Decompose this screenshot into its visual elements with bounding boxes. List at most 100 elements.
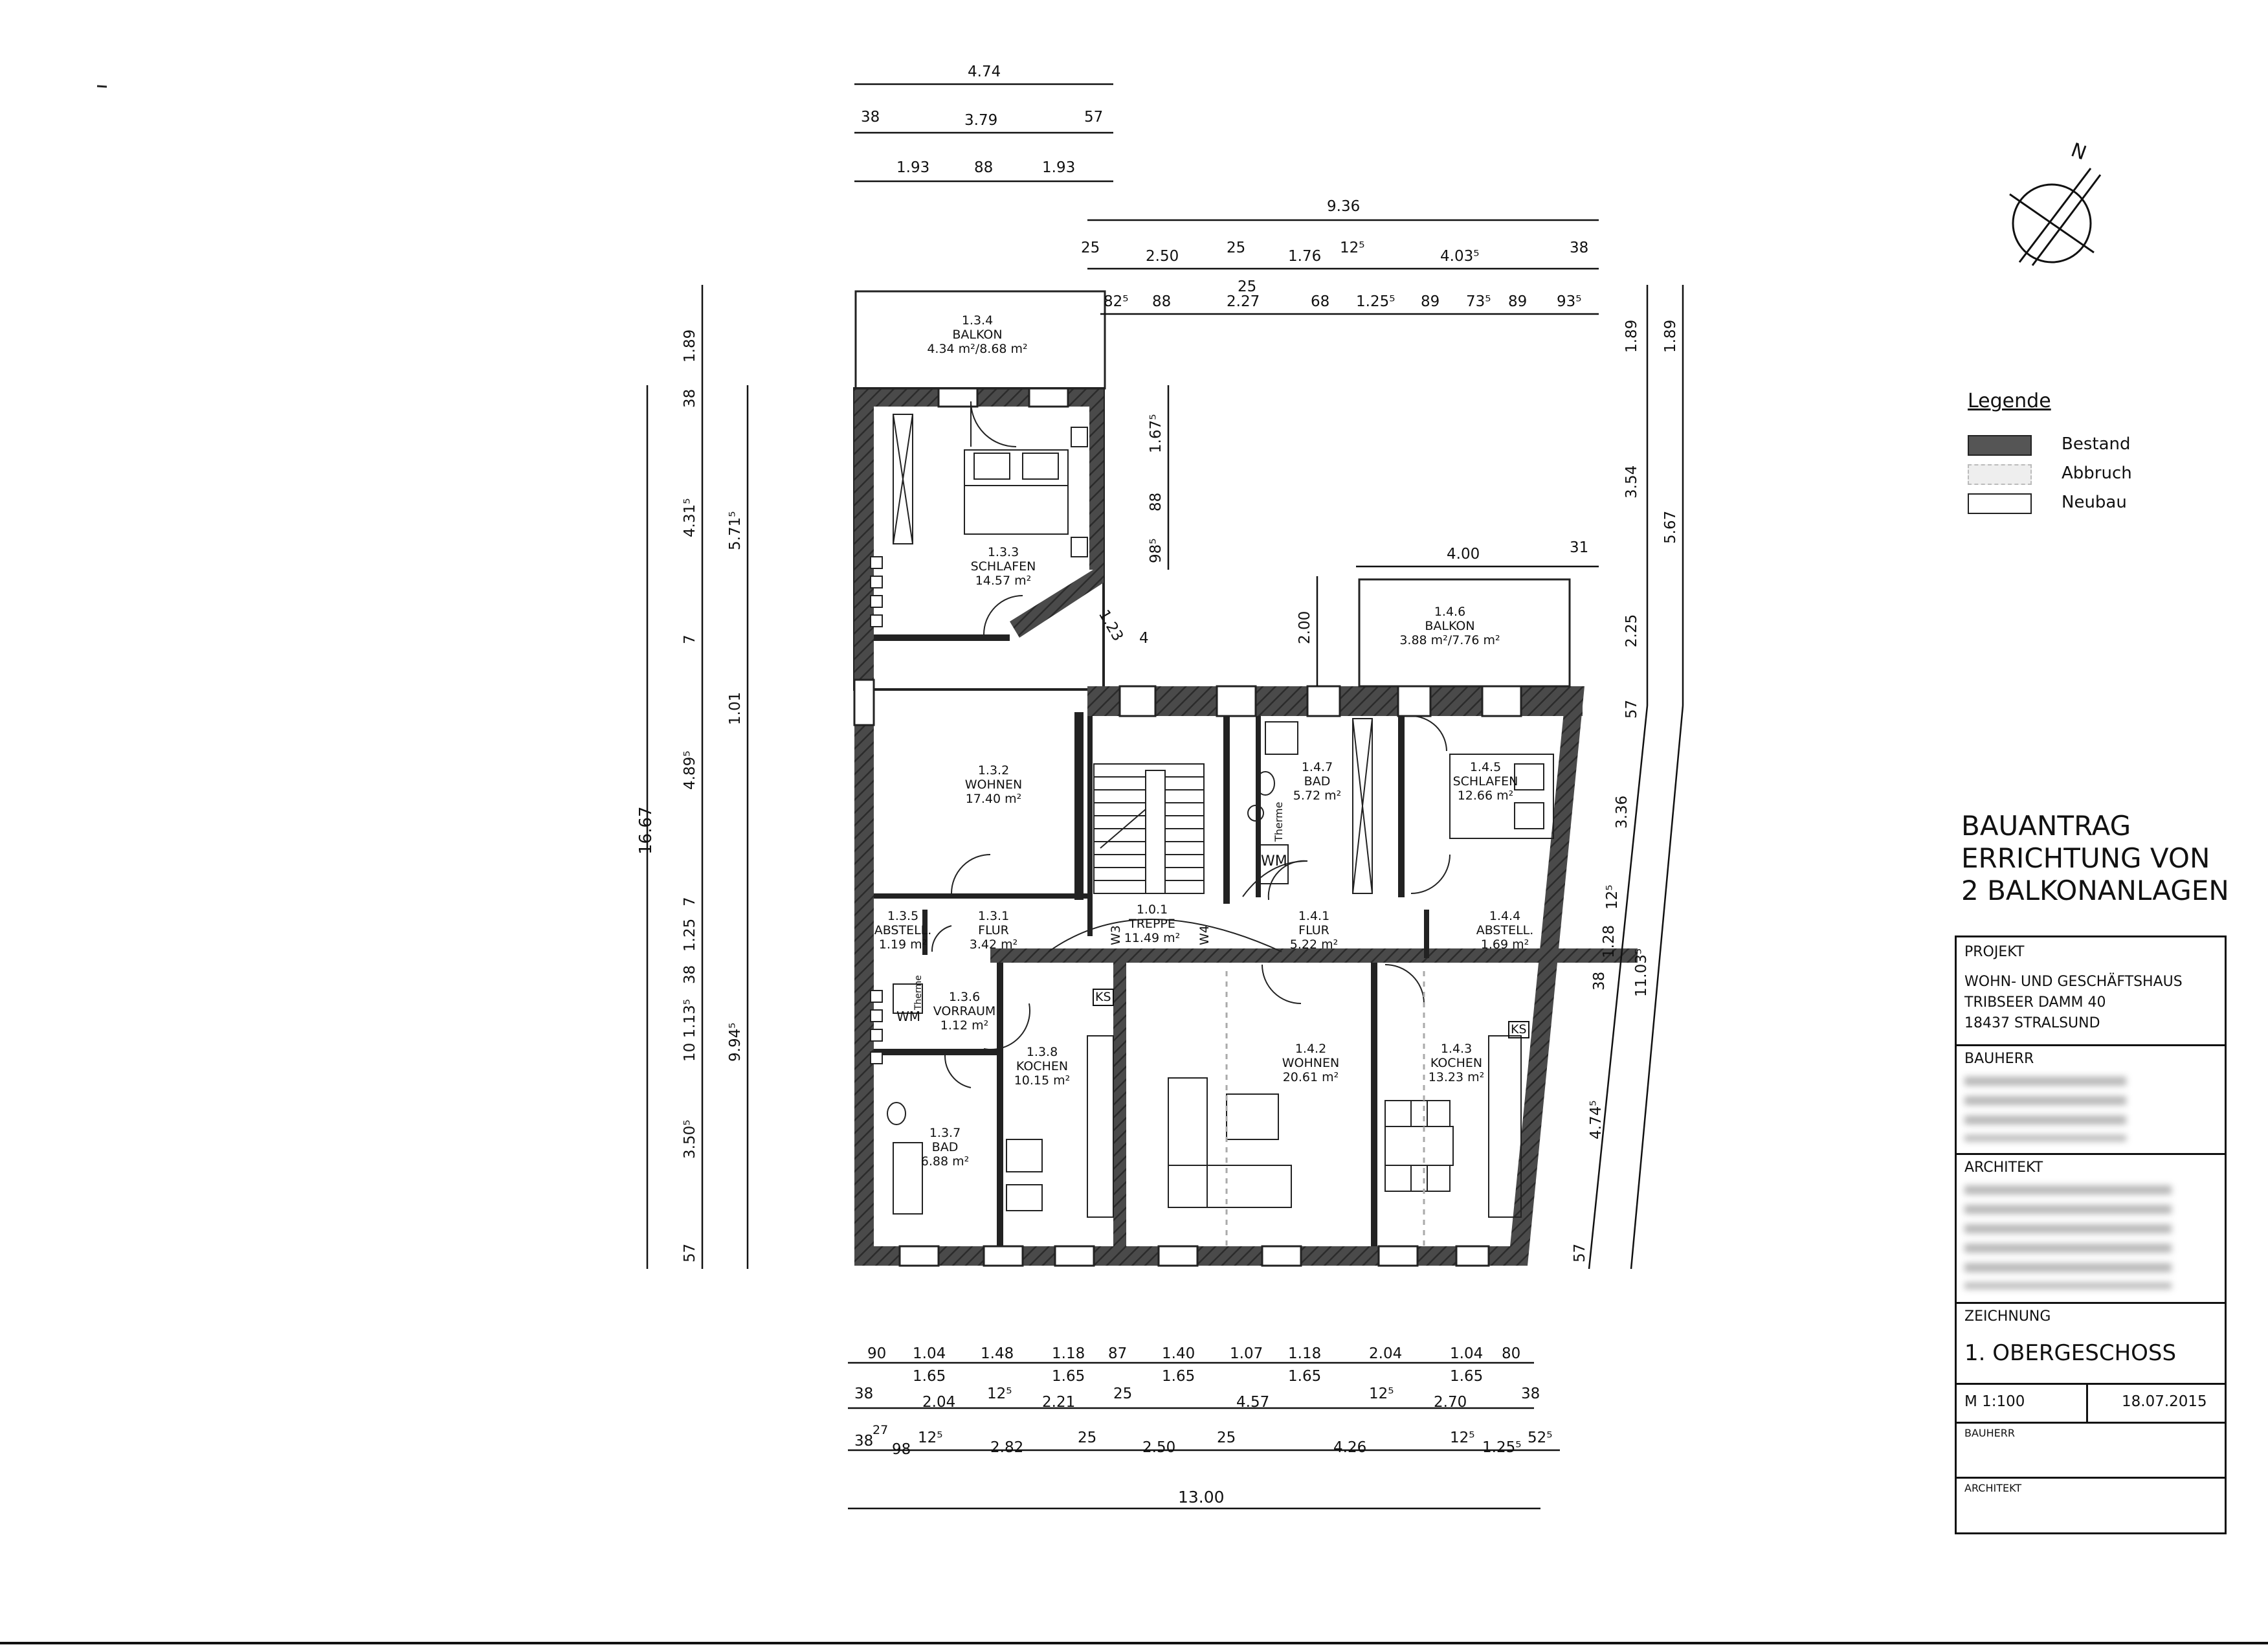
dim-bottom1-a: 90 bbox=[867, 1345, 887, 1362]
dim-bottom1-p: 1.65 bbox=[1450, 1368, 1484, 1385]
dim-bottom3-f: 25 bbox=[1078, 1429, 1097, 1446]
dim-mid-a: 1.67⁵ bbox=[1148, 414, 1164, 453]
dim-bottom1-d: 1.18 bbox=[1052, 1345, 1085, 1362]
dim-top-right2-g: 89 bbox=[1421, 293, 1440, 310]
dim-mid-g: 4.00 bbox=[1447, 546, 1480, 563]
dim-right2-b: 5.67 bbox=[1662, 510, 1679, 544]
datum: 18.07.2015 bbox=[2122, 1393, 2207, 1410]
dim-bottom2-d: 2.21 bbox=[1042, 1394, 1076, 1411]
dim-left1-k: 57 bbox=[682, 1243, 698, 1262]
dim-top-right2-b: 2.27 bbox=[1227, 293, 1260, 310]
sign-architekt-label: ARCHITEKT bbox=[1964, 1482, 2022, 1494]
staircase bbox=[1048, 763, 1308, 952]
dim-left1-h: 38 bbox=[682, 965, 698, 984]
wm-label-left: WM bbox=[896, 1009, 921, 1024]
sign-bauherr-label: BAUHERR bbox=[1964, 1427, 2016, 1439]
architekt-section: ARCHITEKT bbox=[1957, 1153, 2225, 1304]
dim-right1-a: 1.89 bbox=[1623, 319, 1640, 353]
dim-left1-g: 1.25 bbox=[682, 918, 698, 952]
dim-top-right2-j: 93⁵ bbox=[1557, 293, 1582, 310]
dim-right1-e: 3.36 bbox=[1614, 795, 1630, 829]
dim-top-right2-c: 82⁵ bbox=[1104, 293, 1129, 310]
dim-bottom1-n: 1.65 bbox=[1162, 1368, 1195, 1385]
dim-left1-j: 3.50⁵ bbox=[682, 1119, 698, 1159]
dim-right2-a: 1.89 bbox=[1662, 319, 1679, 353]
w3-label: W3 bbox=[1109, 925, 1123, 945]
dim-left-total: 16.67 bbox=[636, 806, 656, 855]
dim-bottom1-g: 1.07 bbox=[1230, 1345, 1263, 1362]
balcony-outlines bbox=[854, 290, 1571, 688]
wm-label-right: WM bbox=[1261, 853, 1287, 869]
dim-left1-f: 7 bbox=[682, 897, 698, 906]
dim-bottom3-g: 2.50 bbox=[1142, 1439, 1176, 1456]
dim-left1-i: 10 1.13⁵ bbox=[682, 998, 698, 1062]
dim-left2-c: 9.94⁵ bbox=[727, 1022, 744, 1062]
dim-right1-h: 38 bbox=[1591, 971, 1608, 991]
dim-left1-d: 7 bbox=[682, 634, 698, 644]
zeichnung-section: ZEICHNUNG 1. OBERGESCHOSS bbox=[1957, 1302, 2225, 1385]
dim-mid-h: 31 bbox=[1570, 539, 1589, 556]
dim-top-right-b: 2.50 bbox=[1146, 248, 1179, 265]
title-block: PROJEKT WOHN- UND GESCHÄFTSHAUS TRIBSEER… bbox=[1955, 936, 2227, 1534]
dim-top-left-total: 4.74 bbox=[968, 63, 1001, 80]
dim-bottom3-l: 52⁵ bbox=[1528, 1429, 1553, 1446]
bauherr-redacted bbox=[1964, 1077, 2126, 1141]
dim-top-left-c: 57 bbox=[1084, 109, 1104, 126]
dim-top-right2-a: 25 bbox=[1238, 278, 1257, 295]
dim-top-right2-i: 89 bbox=[1508, 293, 1528, 310]
dim-mid-c: 98⁵ bbox=[1148, 538, 1164, 564]
dim-bottom3-k: 1.25⁵ bbox=[1482, 1439, 1522, 1456]
dim-bottom2-i: 38 bbox=[1521, 1385, 1540, 1402]
dim-right1-c: 2.25 bbox=[1623, 614, 1640, 647]
projekt-section: PROJEKT WOHN- UND GESCHÄFTSHAUS TRIBSEER… bbox=[1957, 937, 2225, 1046]
dim-bottom3-j: 12⁵ bbox=[1450, 1429, 1475, 1446]
heading-line-1: BAUANTRAG bbox=[1961, 810, 2131, 842]
dim-bottom1-e: 87 bbox=[1108, 1345, 1128, 1362]
legend-label-bestand: Bestand bbox=[2062, 434, 2131, 454]
dim-top-right-a: 25 bbox=[1081, 240, 1100, 256]
architekt-redacted bbox=[1964, 1185, 2172, 1289]
projekt-line-3: 18437 STRALSUND bbox=[1964, 1015, 2100, 1031]
dim-bottom3-c: 98 bbox=[892, 1441, 911, 1458]
dim-top-right2-d: 88 bbox=[1152, 293, 1172, 310]
dim-bottom1-o: 1.65 bbox=[1288, 1368, 1322, 1385]
dim-bottom3-h: 25 bbox=[1217, 1429, 1236, 1446]
dim-right1-j: 57 bbox=[1572, 1243, 1588, 1262]
therme-label-right: Therme bbox=[1273, 801, 1285, 842]
zeichnung-label: ZEICHNUNG bbox=[1964, 1308, 2051, 1325]
dim-bottom1-m: 1.65 bbox=[1052, 1368, 1085, 1385]
dim-top-left-e: 88 bbox=[974, 159, 994, 176]
dim-bottom1-h: 1.18 bbox=[1288, 1345, 1322, 1362]
dim-top-right2-f: 1.25⁵ bbox=[1356, 293, 1395, 310]
dim-top-left-f: 1.93 bbox=[1042, 159, 1076, 176]
dim-bottom3-d: 12⁵ bbox=[918, 1429, 943, 1446]
scale-date-row: M 1:100 18.07.2015 bbox=[1957, 1383, 2225, 1424]
architekt-label: ARCHITEKT bbox=[1964, 1160, 2043, 1176]
projekt-line-2: TRIBSEER DAMM 40 bbox=[1964, 994, 2106, 1011]
dim-right1-g: 1.28 bbox=[1601, 924, 1618, 958]
dim-top-right-total: 9.36 bbox=[1327, 198, 1361, 215]
dim-top-right-f: 4.03⁵ bbox=[1440, 248, 1480, 265]
therme-label-left: Therme bbox=[913, 975, 924, 1010]
north-arrow bbox=[2009, 168, 2102, 266]
legend-label-abbruch: Abbruch bbox=[2062, 464, 2132, 483]
dim-bottom3-i: 4.26 bbox=[1333, 1439, 1367, 1456]
massstab: M 1:100 bbox=[1964, 1393, 2025, 1410]
dim-left1-a: 1.89 bbox=[682, 329, 698, 363]
dim-mid-e: 4 bbox=[1139, 630, 1149, 647]
dim-top-right-d: 1.76 bbox=[1288, 248, 1322, 265]
furniture bbox=[887, 414, 1554, 1218]
dim-bottom2-h: 2.70 bbox=[1434, 1394, 1467, 1411]
